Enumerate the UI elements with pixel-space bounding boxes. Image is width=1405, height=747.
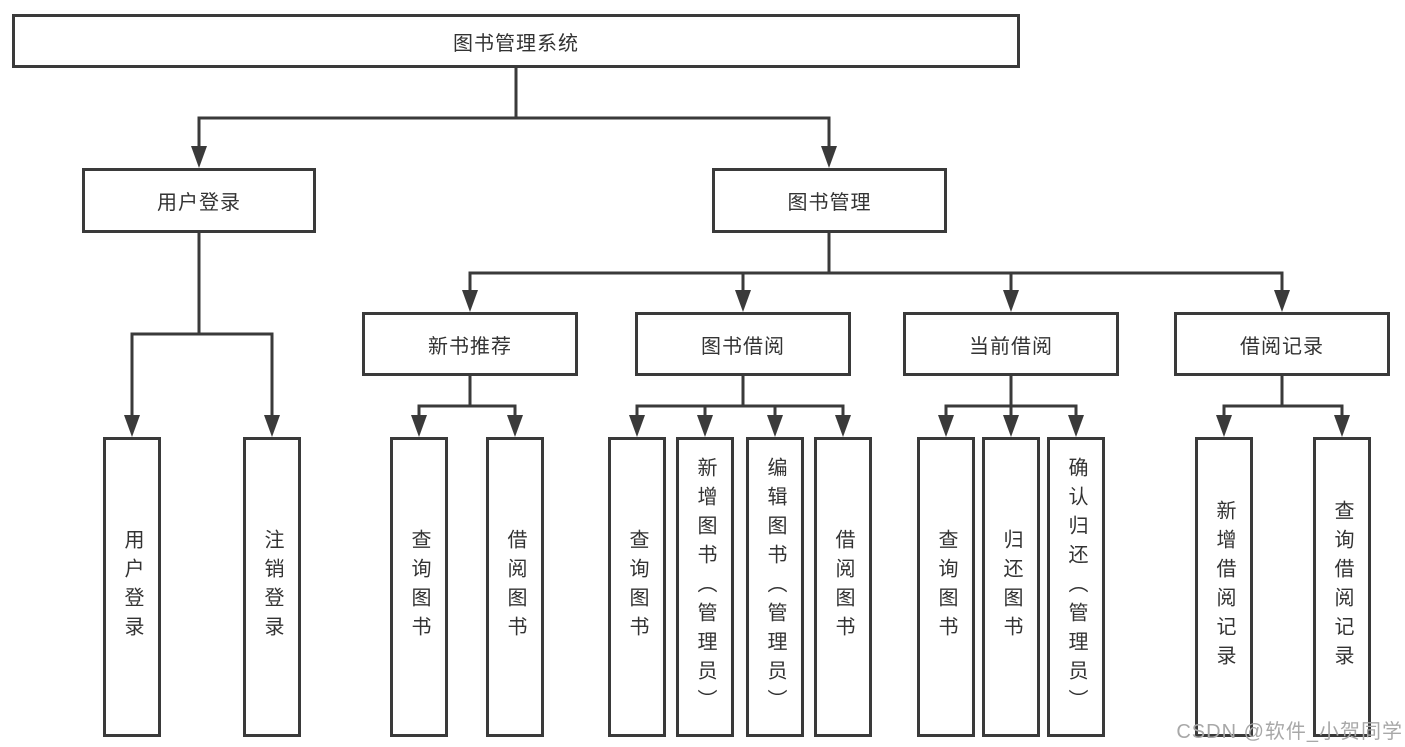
node-user-login: 用户登录 [82, 168, 316, 233]
leaf-return-books: 归还图书 [982, 437, 1040, 737]
node-current-borrowing: 当前借阅 [903, 312, 1119, 376]
leaf-logout: 注销登录 [243, 437, 301, 737]
leaf-add-books-admin: 新增图书（管理员） [676, 437, 734, 737]
node-book-management: 图书管理 [712, 168, 947, 233]
leaf-borrow-books: 借阅图书 [814, 437, 872, 737]
node-book-borrowing: 图书借阅 [635, 312, 851, 376]
csdn-watermark: CSDN @软件_小贺同学 [1176, 721, 1403, 743]
leaf-query-books-borrow: 查询图书 [608, 437, 666, 737]
node-borrowing-records: 借阅记录 [1174, 312, 1390, 376]
leaf-user-login: 用户登录 [103, 437, 161, 737]
leaf-edit-books-admin: 编辑图书（管理员） [746, 437, 804, 737]
leaf-confirm-return-admin: 确认归还（管理员） [1047, 437, 1105, 737]
node-new-book-recommendation: 新书推荐 [362, 312, 578, 376]
leaf-query-books-current: 查询图书 [917, 437, 975, 737]
leaf-add-borrow-record: 新增借阅记录 [1195, 437, 1253, 737]
leaf-borrow-books-recommend: 借阅图书 [486, 437, 544, 737]
node-library-management-system: 图书管理系统 [12, 14, 1020, 68]
leaf-query-borrow-record: 查询借阅记录 [1313, 437, 1371, 737]
leaf-query-books-recommend: 查询图书 [390, 437, 448, 737]
